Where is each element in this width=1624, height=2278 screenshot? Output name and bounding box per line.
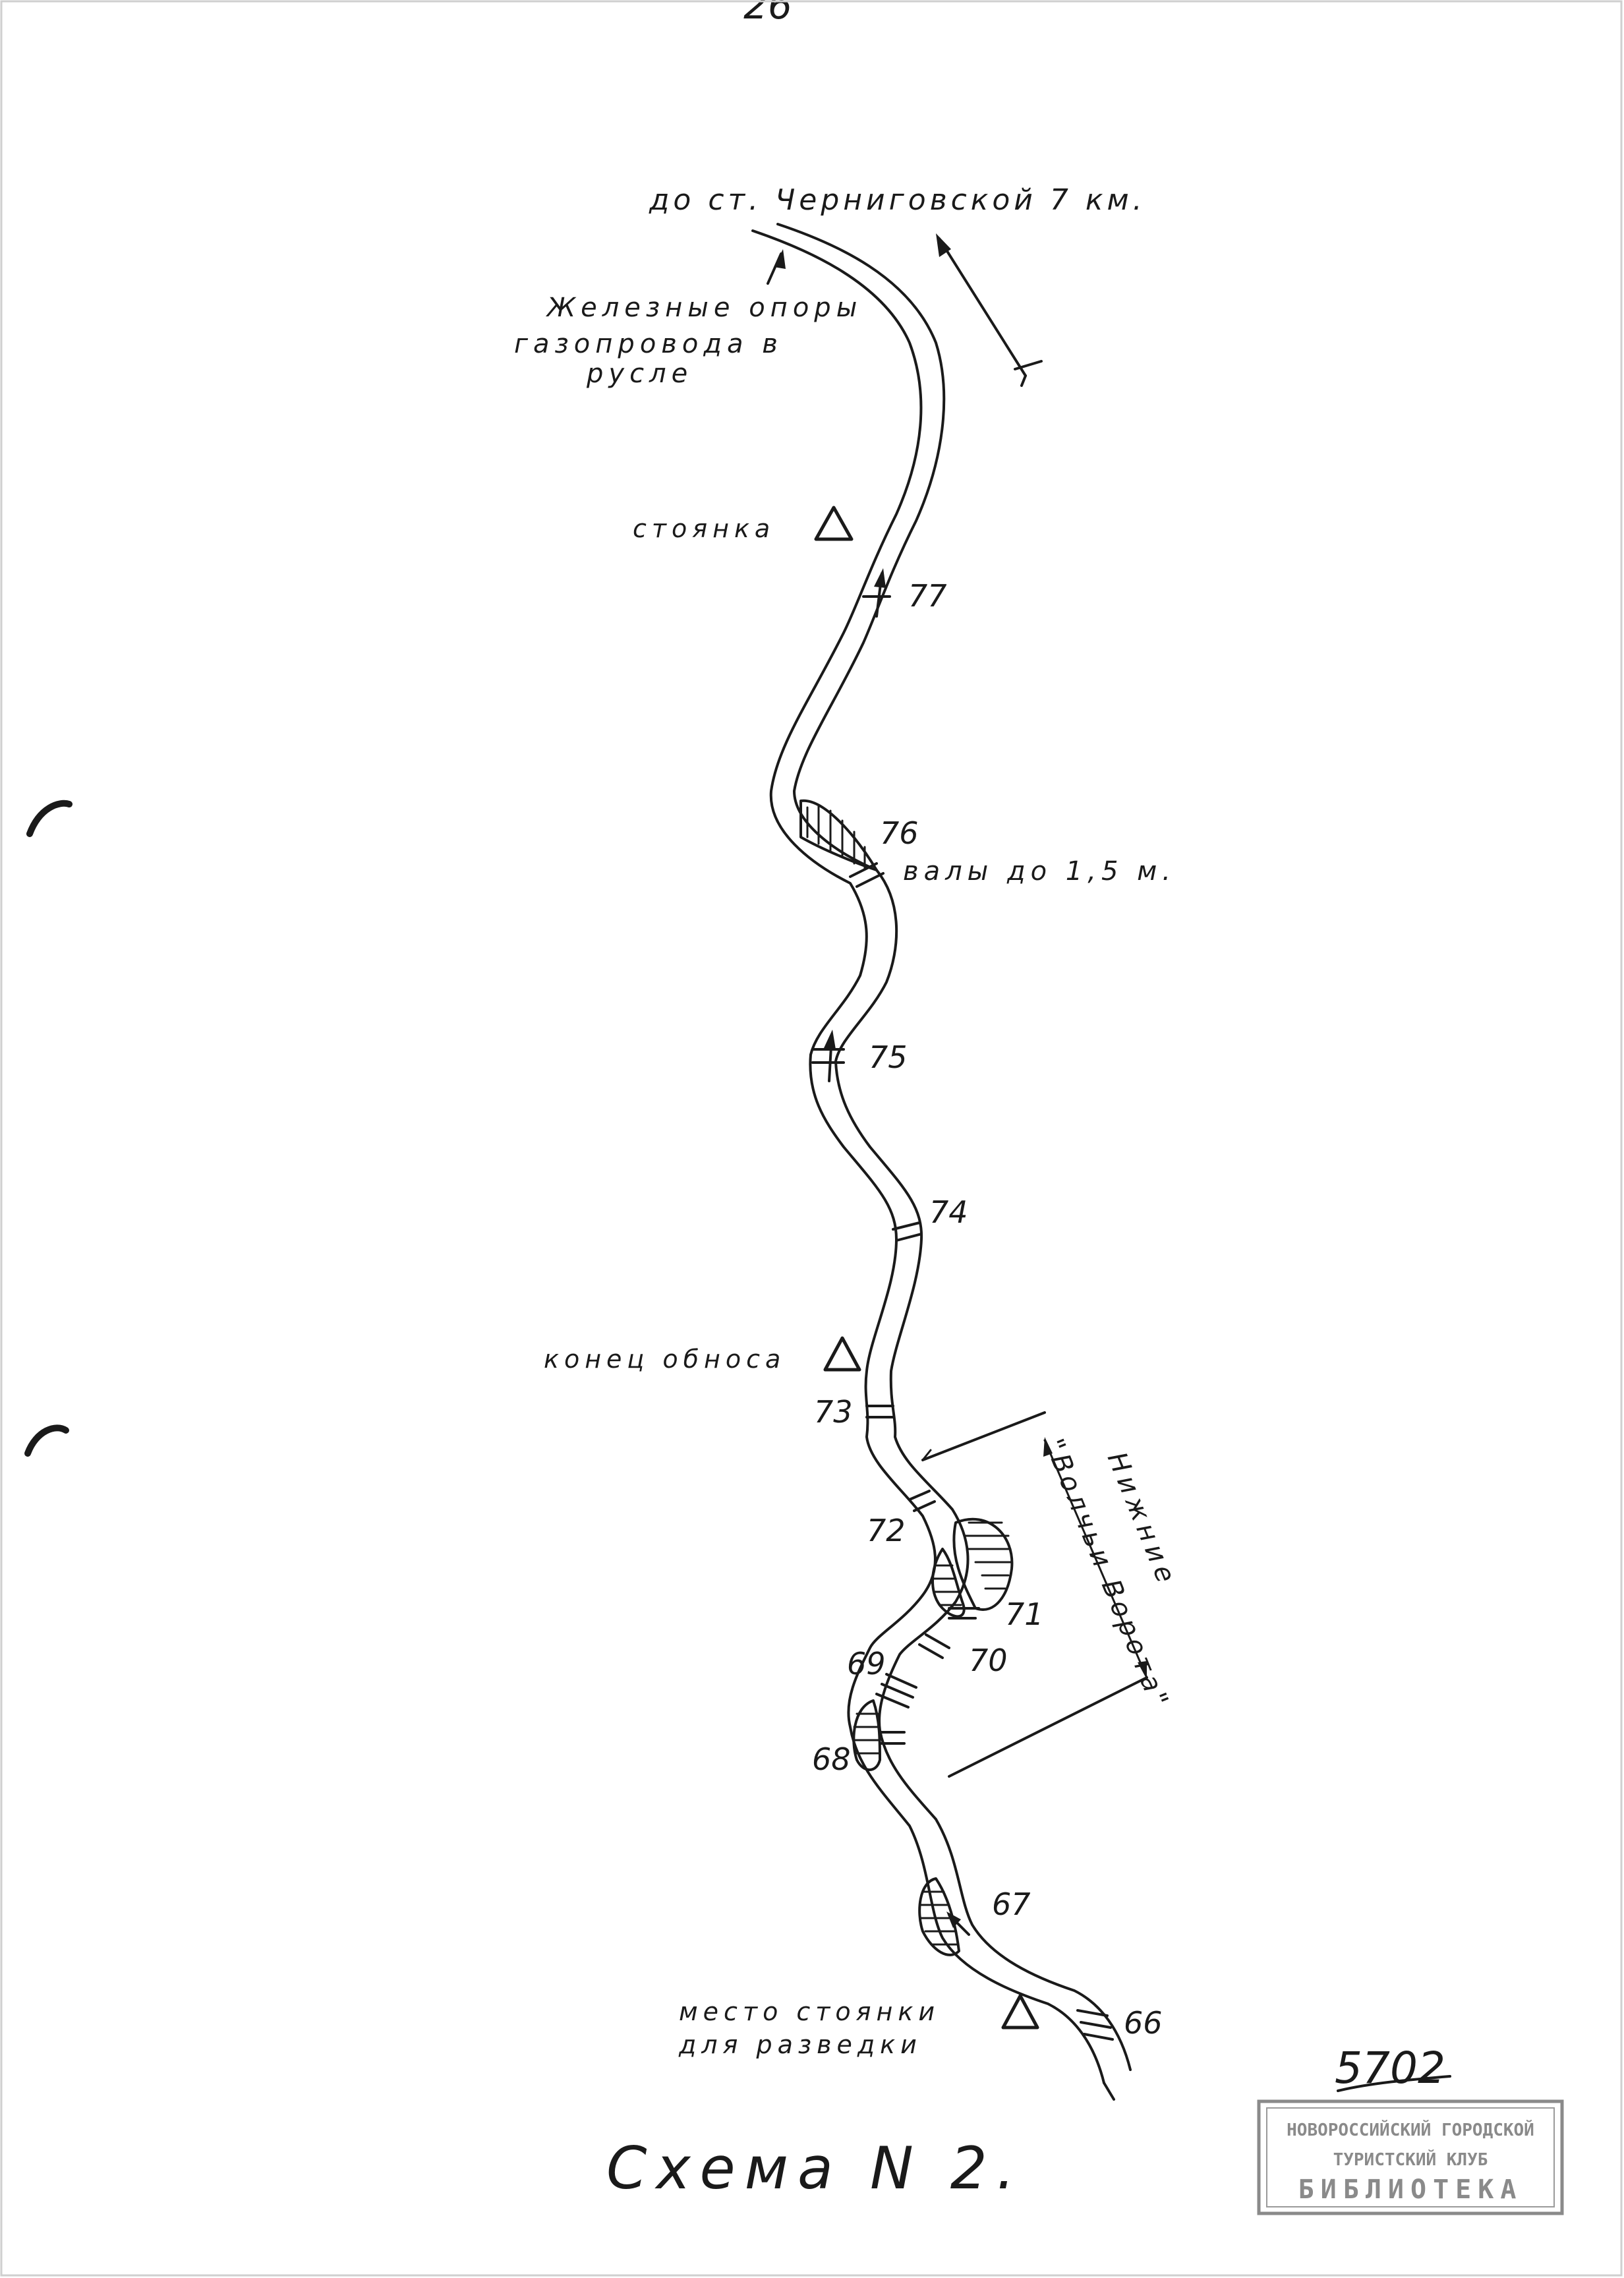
km-mark-70	[918, 1633, 950, 1659]
km-mark-75	[811, 1030, 845, 1082]
km-label-67: 67	[992, 1886, 1031, 1922]
scout-camp-label-2: для разведки	[678, 2030, 922, 2059]
km-label-72: 72	[867, 1513, 906, 1548]
gas-pipe-pointer	[767, 249, 786, 285]
km-label-68: 68	[812, 1741, 851, 1777]
km-mark-74	[892, 1221, 923, 1242]
rapid-hatch-icon	[918, 1877, 960, 1956]
km-mark-77	[862, 568, 891, 618]
gas-pipe-label-2: газопровода в	[514, 329, 783, 359]
flow-arrow-icon	[946, 1912, 970, 1936]
scheme-title: Схема N 2.	[606, 2134, 1024, 2202]
binder-hole-mark	[26, 800, 72, 837]
camp-label-top: стоянка	[633, 514, 775, 543]
rapid-hatch-icon	[852, 1699, 881, 1771]
rapid-hatch-icon	[799, 799, 878, 871]
km-label-75: 75	[869, 1039, 908, 1075]
scout-camp-label-1: место стоянки	[679, 1997, 940, 2026]
library-stamp: НОВОРОССИЙСКИЙ ГОРОДСКОЙ ТУРИСТСКИЙ КЛУБ…	[1257, 2099, 1564, 2215]
km-mark-73	[865, 1405, 894, 1418]
stamp-line-3: БИБЛИОТЕКА	[1298, 2175, 1523, 2205]
portage-end-label: конец обноса	[544, 1345, 786, 1374]
archive-number: 5702	[1335, 2043, 1445, 2093]
waves-label: валы до 1,5 м.	[903, 856, 1176, 887]
river-left-bank	[751, 229, 1105, 2084]
rapid-hatch-icon	[931, 1517, 1014, 1618]
km-label-66: 66	[1124, 2005, 1163, 2041]
river-channel	[751, 223, 1132, 2101]
stamp-line-1: НОВОРОССИЙСКИЙ ГОРОДСКОЙ	[1287, 2119, 1534, 2140]
km-label-74: 74	[929, 1194, 968, 1230]
km-mark-72	[908, 1490, 936, 1512]
page-number: 26	[743, 0, 792, 28]
km-label-69: 69	[847, 1646, 886, 1681]
camp-triangle-icon	[1001, 1994, 1039, 2030]
km-mark-66	[1076, 2009, 1114, 2041]
stamp-line-2: ТУРИСТСКИЙ КЛУБ	[1333, 2149, 1488, 2170]
north-arrow-icon	[936, 233, 1043, 387]
km-label-76: 76	[880, 815, 919, 851]
camp-triangle-icon	[814, 506, 854, 541]
nizhnie-bracket	[921, 1411, 1148, 1778]
km-label-73: 73	[814, 1394, 853, 1430]
km-mark-71	[948, 1607, 980, 1620]
header-note: до ст. Черниговской 7 км.	[649, 183, 1146, 217]
gas-pipe-label-3: русле	[586, 359, 693, 389]
km-label-71: 71	[1005, 1596, 1044, 1632]
km-label-77: 77	[908, 578, 947, 614]
river-right-bank	[776, 223, 1132, 2071]
km-label-70: 70	[969, 1643, 1008, 1678]
gas-pipe-label-1: Железные опоры	[545, 293, 862, 323]
km-mark-76	[849, 862, 884, 888]
km-mark-68	[879, 1731, 906, 1745]
km-mark-69	[875, 1673, 917, 1708]
binder-hole-mark	[24, 1424, 69, 1457]
camp-triangle-icon	[823, 1336, 861, 1372]
